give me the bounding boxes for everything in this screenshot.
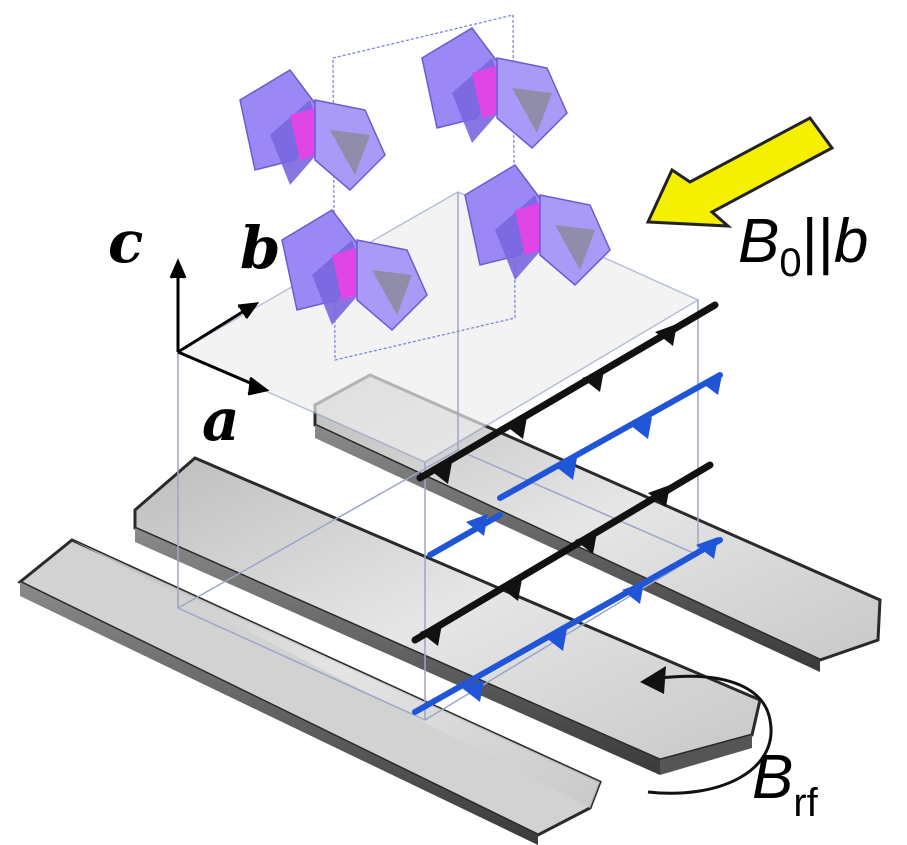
yellow-arrow-icon — [645, 116, 835, 228]
curved-arrow-icon — [640, 666, 773, 795]
axes-icon — [169, 258, 270, 396]
strip-middle — [133, 456, 762, 775]
spin-arrow-icon — [420, 324, 722, 702]
axis-b-label: b — [240, 214, 281, 282]
axis-c-label: c — [108, 208, 143, 276]
molecular-cluster-icon — [239, 27, 611, 332]
rf-field-label: Brf — [752, 743, 819, 825]
static-field-label: B0||b — [738, 207, 868, 285]
axis-a-label: a — [202, 386, 240, 454]
strip-front — [17, 538, 602, 845]
